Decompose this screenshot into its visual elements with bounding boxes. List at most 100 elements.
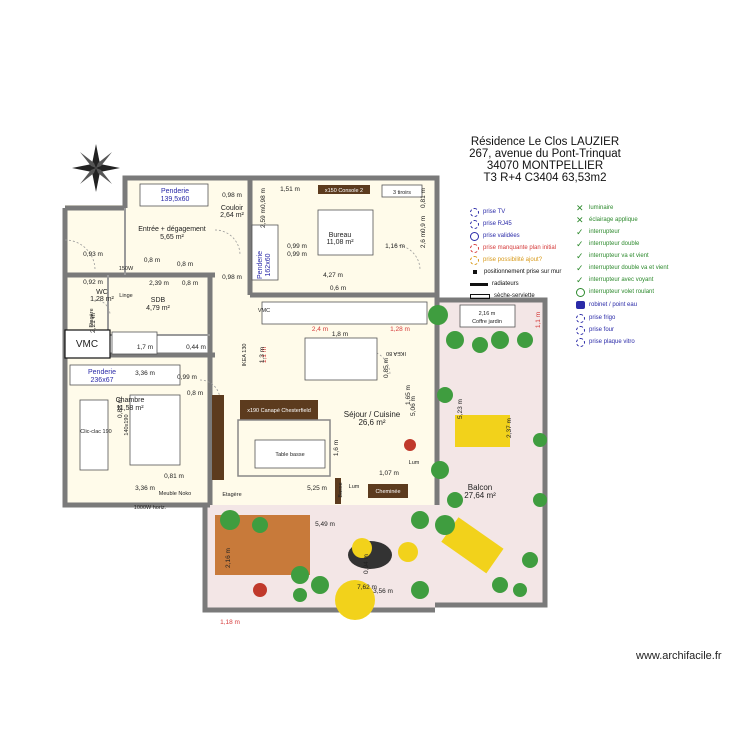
dimension-label: 0,8 m [144, 257, 160, 264]
sejour-area: 26,6 m² [358, 418, 385, 427]
penderie-entree-label: Penderie [161, 188, 189, 195]
legend-left: prise TV prise RJ45 prise validées prise… [470, 206, 561, 302]
dimension-label: 0,98 m [222, 274, 242, 281]
chair-yellow-1 [352, 538, 372, 558]
chambre-area: 11,58 m² [116, 405, 144, 412]
vmc-box [64, 329, 111, 359]
basse-label: Basse [338, 482, 344, 497]
legend-item: prise four [576, 324, 668, 336]
dimension-label: 1,1 m [535, 312, 542, 328]
bureau-area: 11,08 m² [326, 239, 354, 246]
shelf-unit [212, 395, 224, 480]
garden-box [459, 304, 516, 328]
legend-item: ✓interrupteur [576, 226, 620, 237]
cheminee-label: Cheminée [375, 489, 400, 495]
legend-item: robinet / point eau [576, 298, 668, 312]
dimension-label: 1,16 m [385, 243, 405, 250]
hob-outlet-icon [576, 337, 585, 347]
sdb-label: SDB [151, 297, 166, 304]
dimension-label: 1,1 m [261, 347, 268, 363]
dimension-label: 0,81 m [420, 188, 427, 208]
parasol [335, 580, 375, 620]
etagere-label: Etagère [222, 492, 241, 498]
tiroirs-label: 3 tiroirs [393, 190, 411, 196]
furniture-labels: x150 Console 2 3 tiroirs x190 Canapé Che… [80, 188, 496, 511]
possible-outlet-icon [470, 255, 479, 265]
chambre-wardrobe [69, 364, 181, 386]
dimension-label: 1,65 m [405, 385, 412, 405]
dimension-label: 2,59 m [260, 208, 267, 228]
canape-label: x190 Canapé Chesterfield [247, 408, 311, 414]
entree-label: Entrée + dégagement [138, 226, 206, 233]
lum2-label: Lum [349, 484, 360, 490]
wc-label: WC [96, 289, 108, 296]
balcony-table [455, 415, 510, 447]
penderie-entree-dim: 139,5x60 [161, 196, 190, 203]
penderie-chambre-label: Penderie [88, 369, 116, 376]
radiator-icon [470, 282, 488, 286]
dimension-label: 3,56 m [373, 588, 393, 595]
dimension-label: 2,21 m [90, 313, 97, 333]
sdb-area: 4,79 m² [146, 305, 170, 312]
dimension-label: 1,28 m [390, 326, 410, 333]
balcon-area: 27,64 m² [464, 491, 496, 500]
dimension-label: 1,6 m [333, 440, 340, 456]
kitchen-counter [261, 301, 428, 325]
watt-bottom-label: 1000W horiz. [134, 505, 167, 511]
dimension-label: 1,07 m [379, 470, 399, 477]
dimension-label: 1,8 m [332, 331, 348, 338]
indicator-switch-icon: ✓ [576, 274, 584, 285]
chambre-label: Chambre [116, 397, 145, 404]
dimension-label: 2,16 m [225, 548, 232, 568]
low-cabinet [335, 478, 341, 504]
bathtub [111, 331, 158, 355]
wall-outlet-icon [473, 270, 477, 274]
legend-item: prise plaque vitro [576, 336, 668, 348]
dimension-label: 5,49 m [315, 521, 335, 528]
dimension-label: 0,6 m [330, 285, 346, 292]
legend-item: prise frigo [576, 312, 668, 324]
console-cabinet [318, 185, 370, 194]
legend-item: ✕luminaire [576, 202, 614, 213]
legend-item: prise validées [470, 230, 561, 242]
plants [220, 305, 547, 602]
tv-outlet-icon [470, 207, 479, 217]
bureau-wardrobe [251, 224, 279, 281]
legend-item: ✓interrupteur avec voyant [576, 274, 654, 285]
balcon-label: Balcon [468, 483, 492, 492]
legend-item: ✓interrupteur double [576, 238, 640, 249]
dimension-label: 2,39 m [149, 280, 169, 287]
towel-dryer-icon [470, 293, 490, 299]
title-line-2: 267, avenue du Pont-Trinquat [469, 148, 621, 160]
dimension-label: 0,8 m [187, 390, 203, 397]
dimension-label: 0,85 m [383, 358, 390, 378]
legend-item: sèche-serviette [470, 290, 561, 302]
dimension-label: 0,8 m [177, 261, 193, 268]
chair-yellow-2 [398, 542, 418, 562]
title-block: Résidence Le Clos LAUZIER 267, avenue du… [440, 136, 650, 184]
console-label: x150 Console 2 [325, 188, 363, 194]
dimension-label: 7,62 m [357, 584, 377, 591]
coffee-table [254, 439, 326, 469]
dimension-labels: 0,98 m1,51 m0,98 m2,59 m0,93 m0,8 m0,8 m… [83, 186, 542, 626]
legend-item: ✓interrupteur double va et vient [576, 262, 669, 273]
legend-item: positionnement prise sur mur [470, 266, 561, 278]
two-way-switch-icon: ✓ [576, 250, 584, 261]
oven-outlet-icon [576, 325, 585, 335]
dimension-label: 5,23 m [457, 399, 464, 419]
dining-table [304, 337, 378, 381]
legend-item: ✕éclairage applique [576, 214, 638, 225]
dimension-label: 0,81 m [164, 473, 184, 480]
room-labels: Penderie 139,5x60 Couloir 2,64 m² Entrée… [76, 188, 502, 500]
wall-light-icon: ✕ [576, 214, 584, 225]
box-label: 2,16 m [479, 311, 496, 317]
ikea80-label: IKEA 80 [386, 350, 406, 356]
missing-outlet-icon [470, 243, 479, 253]
switch-icon: ✓ [576, 226, 584, 237]
legend-item: prise RJ45 [470, 218, 561, 230]
validated-outlet-icon [470, 231, 479, 241]
lum1-label: Lum [409, 460, 420, 466]
dimension-label: 0,98 m [222, 192, 242, 199]
etagere-sdb-label: Etagère [89, 308, 95, 327]
